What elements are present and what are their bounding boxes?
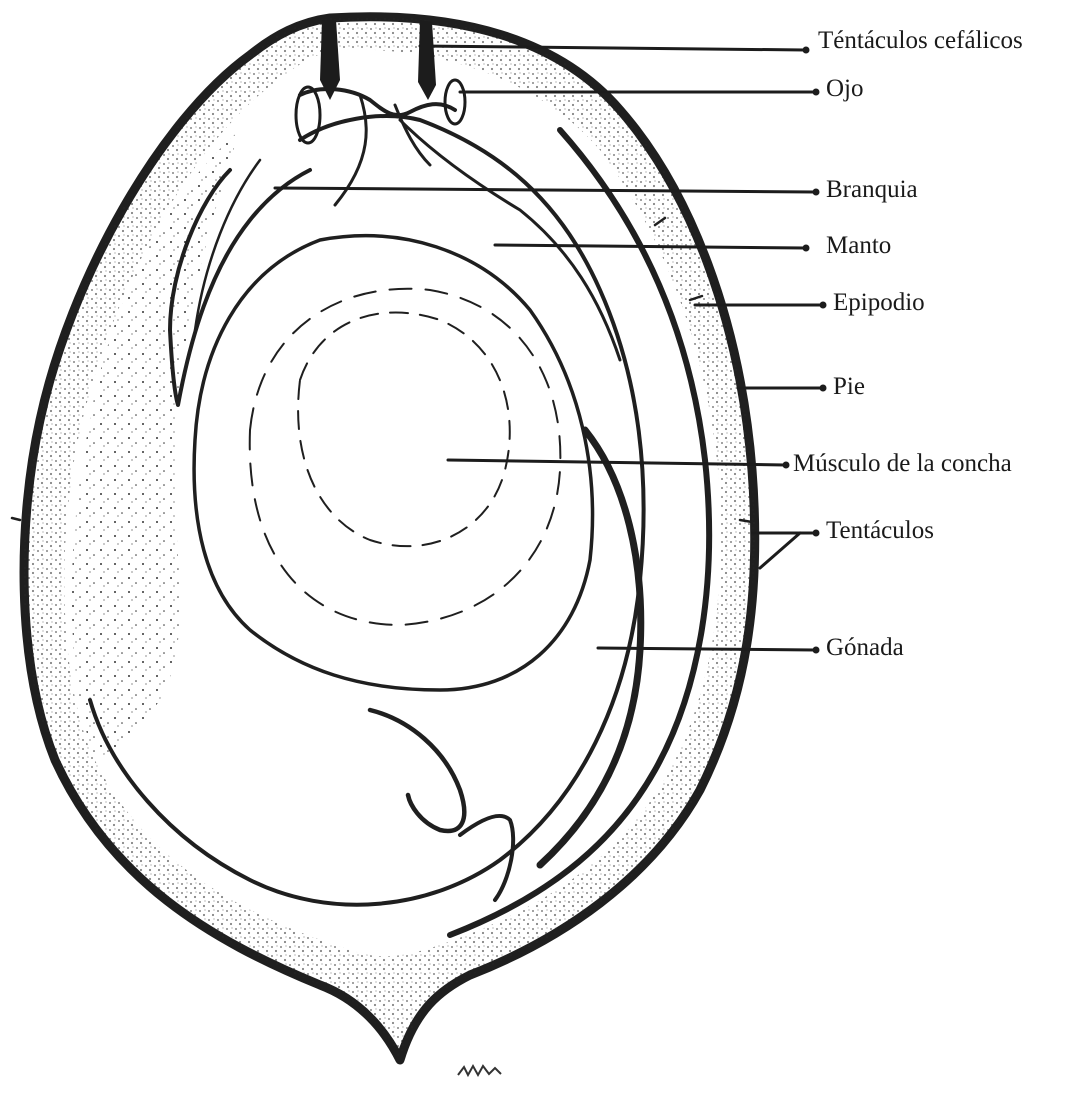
muscle-hook bbox=[370, 710, 464, 831]
leader-dot bbox=[820, 385, 827, 392]
leader-dot bbox=[813, 89, 820, 96]
leader-dot bbox=[813, 189, 820, 196]
label-gonada: Gónada bbox=[826, 635, 904, 660]
leader-dot bbox=[813, 647, 820, 654]
leader-tentaculos bbox=[752, 533, 815, 568]
label-musculo: Músculo de la concha bbox=[793, 451, 1012, 476]
leader-dot bbox=[813, 530, 820, 537]
label-tentaculos-cefalicos: Téntáculos cefálicos bbox=[818, 28, 1023, 53]
label-ojo: Ojo bbox=[826, 76, 864, 101]
leader-dot bbox=[803, 47, 810, 54]
leader-branquia bbox=[275, 188, 815, 192]
label-pie: Pie bbox=[833, 374, 865, 399]
artist-signature bbox=[458, 1066, 501, 1075]
eye-stalk-right bbox=[445, 80, 465, 124]
shell-muscle-outline bbox=[194, 236, 592, 690]
leader-manto bbox=[495, 245, 805, 248]
muscle-ring-1 bbox=[298, 313, 510, 547]
leader-dot bbox=[783, 462, 790, 469]
label-epipodio: Epipodio bbox=[833, 290, 925, 315]
tentacle-mark bbox=[12, 518, 20, 520]
label-tentaculos: Tentáculos bbox=[826, 518, 934, 543]
muscle-ring-2 bbox=[250, 289, 561, 625]
leader-dot bbox=[820, 302, 827, 309]
mantle-slit bbox=[400, 120, 620, 360]
shell-muscle bbox=[194, 236, 592, 900]
label-manto: Manto bbox=[826, 233, 891, 258]
leader-dot bbox=[803, 245, 810, 252]
label-branquia: Branquia bbox=[826, 177, 918, 202]
leader-gonada bbox=[598, 648, 815, 650]
